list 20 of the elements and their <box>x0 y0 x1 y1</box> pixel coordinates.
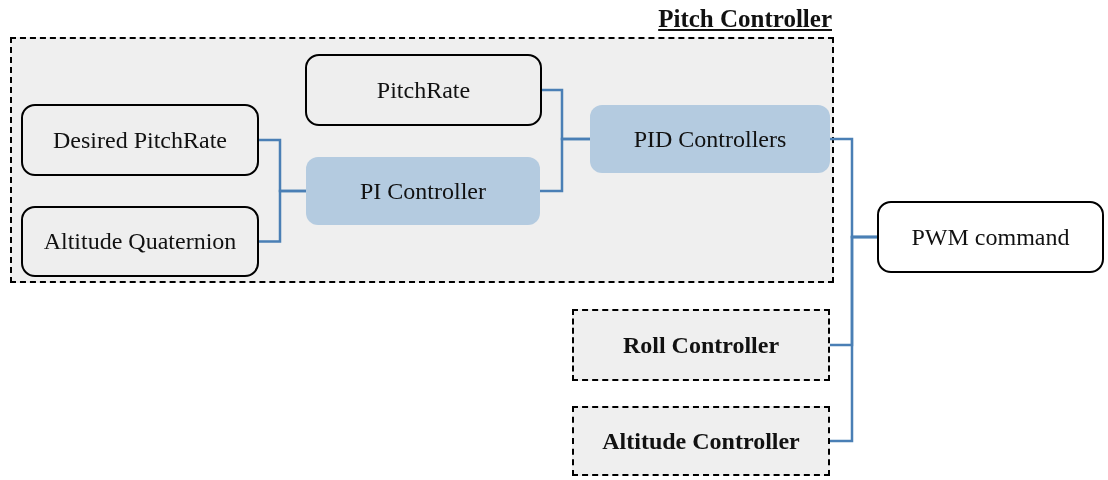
box-label: Altitude Quaternion <box>43 228 237 255</box>
rounded-box <box>21 104 259 176</box>
connector-line <box>540 137 590 193</box>
rounded-box <box>877 201 1104 273</box>
box-label: Desired PitchRate <box>53 126 227 154</box>
box-label: PitchRate <box>376 76 471 104</box>
rounded-box <box>21 206 259 277</box>
box-label: PWM command <box>911 223 1070 251</box>
box-label: PI Controller <box>360 177 486 205</box>
process-box <box>306 157 540 225</box>
box-label: Altitude Controller <box>602 427 800 455</box>
connector-line <box>259 189 306 243</box>
group-title: Pitch Controller <box>658 5 832 33</box>
connector-line <box>830 235 877 443</box>
box-label: PID Controllers <box>633 125 787 153</box>
dashed-box <box>572 309 830 381</box>
dashed-box <box>572 406 830 476</box>
box-label: Roll Controller <box>622 331 780 359</box>
process-box <box>590 105 830 173</box>
rounded-box <box>305 54 542 126</box>
